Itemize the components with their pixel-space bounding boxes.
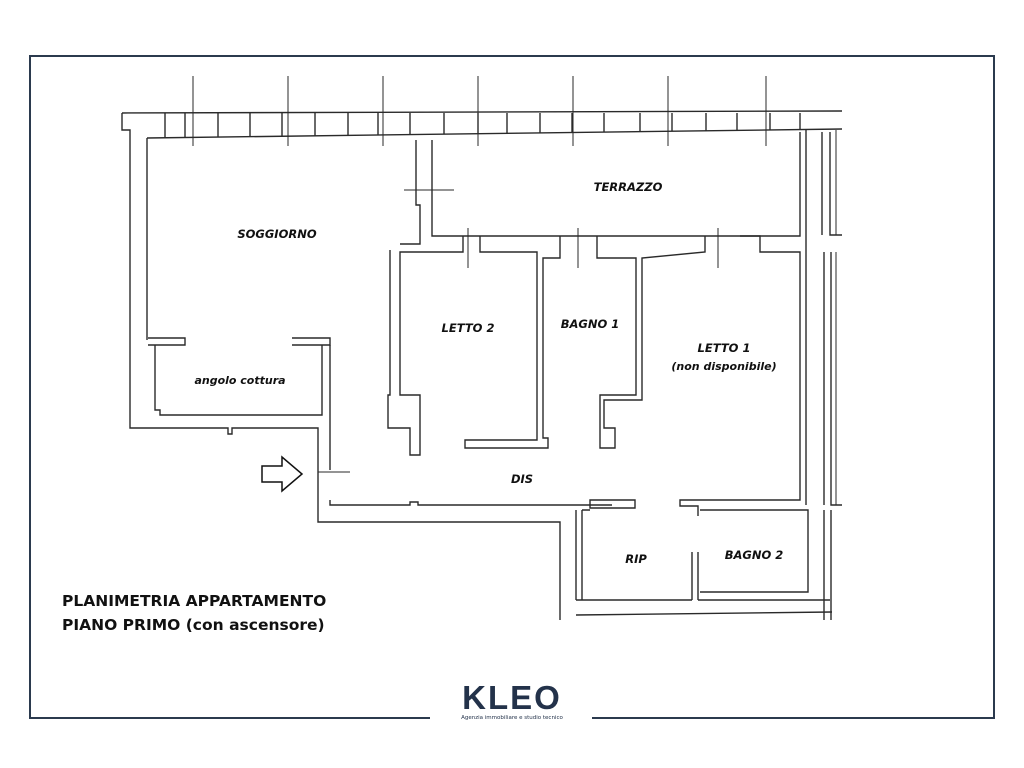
logo-tagline: Agenzia immobiliare e studio tecnico xyxy=(461,715,563,721)
room-label-bagno2: BAGNO 2 xyxy=(725,548,784,562)
caption-line-2: PIANO PRIMO (con ascensore) xyxy=(62,616,325,634)
plan-caption: PLANIMETRIA APPARTAMENTO PIANO PRIMO (co… xyxy=(62,589,326,637)
kleo-logo: KLEO Agenzia immobiliare e studio tecnic… xyxy=(456,679,568,722)
room-label-angolo-cottura: angolo cottura xyxy=(194,374,285,387)
room-label-dis: DIS xyxy=(511,472,533,486)
entrance-arrow-icon xyxy=(261,455,304,493)
room-label-rip: RIP xyxy=(625,552,647,566)
room-label-bagno1: BAGNO 1 xyxy=(561,317,620,331)
walls xyxy=(121,76,843,620)
caption-line-1: PLANIMETRIA APPARTAMENTO xyxy=(62,592,327,610)
room-label-letto1: LETTO 1 xyxy=(698,341,751,355)
room-label-terrazzo: TERRAZZO xyxy=(594,180,663,194)
room-label-letto2: LETTO 2 xyxy=(442,321,495,335)
room-note-letto1: (non disponibile) xyxy=(671,360,776,373)
room-label-soggiorno: SOGGIORNO xyxy=(237,227,316,241)
logo-wordmark: KLEO xyxy=(462,679,562,716)
page-frame xyxy=(29,55,995,719)
